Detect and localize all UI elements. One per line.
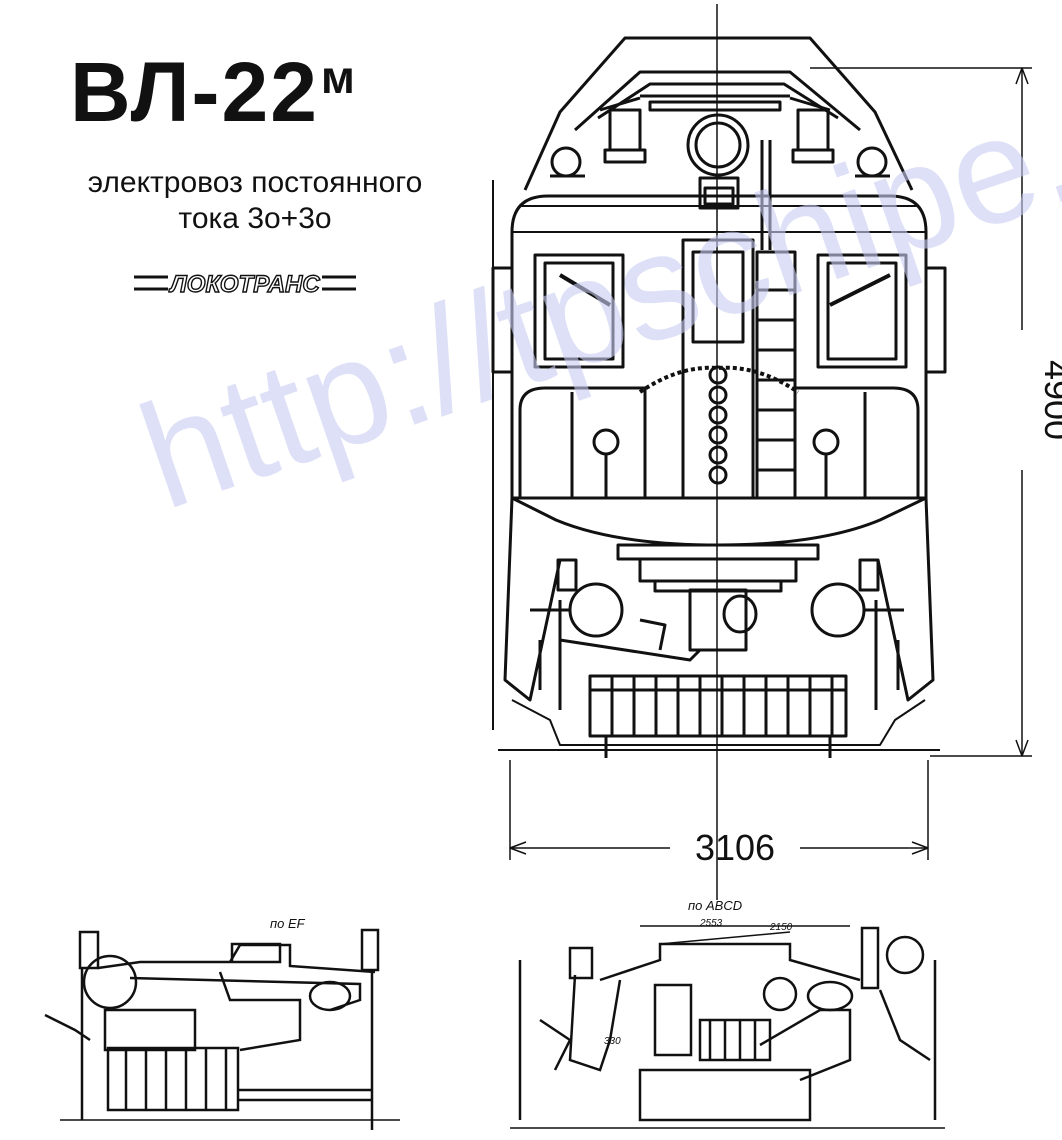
dim-label-c: 330 [604, 1036, 621, 1047]
section-abcd-label: по ABCD [688, 898, 742, 913]
dim-label-b: 2150 [769, 922, 793, 933]
subtitle-line-1: электровоз постоянного [87, 166, 423, 199]
lokotrans-logo: ЛОКОТРАНС [134, 270, 356, 299]
height-dimension-label: 4900 [1037, 360, 1062, 440]
width-dimension-label: 3106 [695, 827, 775, 868]
section-ef-drawing [44, 928, 400, 1130]
subtitle-line-2: тока 3о+3о [178, 202, 332, 235]
title-main: ВЛ-22 [70, 45, 319, 139]
locomotive-title: ВЛ-22м [70, 50, 357, 134]
title-superscript: м [320, 51, 357, 103]
locomotive-subtitle: электровоз постоянного тока 3о+3о [30, 165, 480, 237]
dim-label-a: 2553 [699, 918, 723, 929]
section-abcd-drawing [510, 925, 945, 1129]
logo-text: ЛОКОТРАНС [168, 271, 320, 298]
section-ef-label: по EF [270, 916, 306, 931]
